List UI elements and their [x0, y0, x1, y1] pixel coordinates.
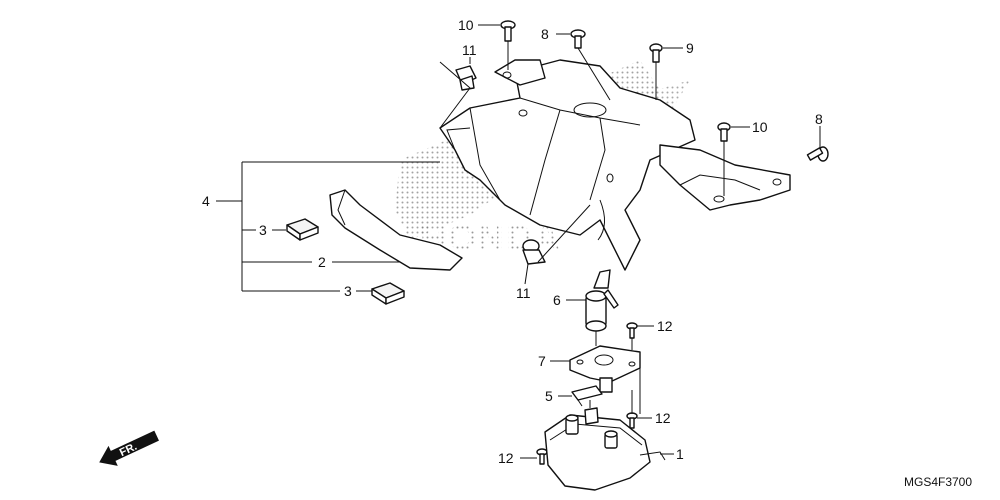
pad-part-2	[329, 189, 463, 271]
callout-7: 7	[538, 353, 546, 369]
callout-1: 1	[676, 446, 684, 462]
clip-part-11-top	[455, 65, 477, 91]
cushion-part-3b	[371, 282, 405, 305]
callout-10-right: 10	[752, 119, 768, 135]
callout-10-top: 10	[458, 17, 474, 33]
cushion-part-3a	[286, 218, 319, 241]
bolt-part-8-right	[806, 146, 829, 162]
screw-part-12-c	[536, 448, 548, 465]
clip-part-5	[571, 385, 603, 407]
diagram-code: MGS4F3700	[904, 475, 972, 489]
box-part-1	[544, 407, 666, 491]
callout-8-right: 8	[815, 111, 823, 127]
callout-8-top: 8	[541, 26, 549, 42]
callout-11-top: 11	[462, 42, 477, 58]
bolt-part-10-top	[500, 20, 516, 42]
callout-3b: 3	[344, 283, 352, 299]
key-cylinder-part-6	[585, 269, 619, 332]
callout-12-b: 12	[655, 410, 671, 426]
bracket-part-7	[569, 345, 641, 393]
leader-lines	[216, 24, 821, 459]
callout-9: 9	[686, 40, 694, 56]
callout-5: 5	[545, 388, 553, 404]
callout-3a: 3	[259, 222, 267, 238]
callout-4: 4	[202, 193, 210, 209]
bolt-part-9	[649, 43, 663, 63]
callout-12-c: 12	[498, 450, 514, 466]
front-direction-arrow-icon: FR.	[99, 430, 159, 466]
callout-labels: 1 2 3 3 4 5 6 7 8 8 9 10 10 11 11 12 12 …	[202, 17, 823, 466]
inner-cover-part	[439, 59, 791, 271]
callout-2: 2	[318, 254, 326, 270]
bolt-part-8-top	[570, 29, 586, 49]
screw-part-12-a	[626, 322, 638, 339]
callout-12-a: 12	[657, 318, 673, 334]
screw-part-12-b	[626, 412, 638, 429]
callout-11-bottom: 11	[516, 285, 531, 301]
bolt-part-10-right	[717, 122, 731, 142]
callout-6: 6	[553, 292, 561, 308]
